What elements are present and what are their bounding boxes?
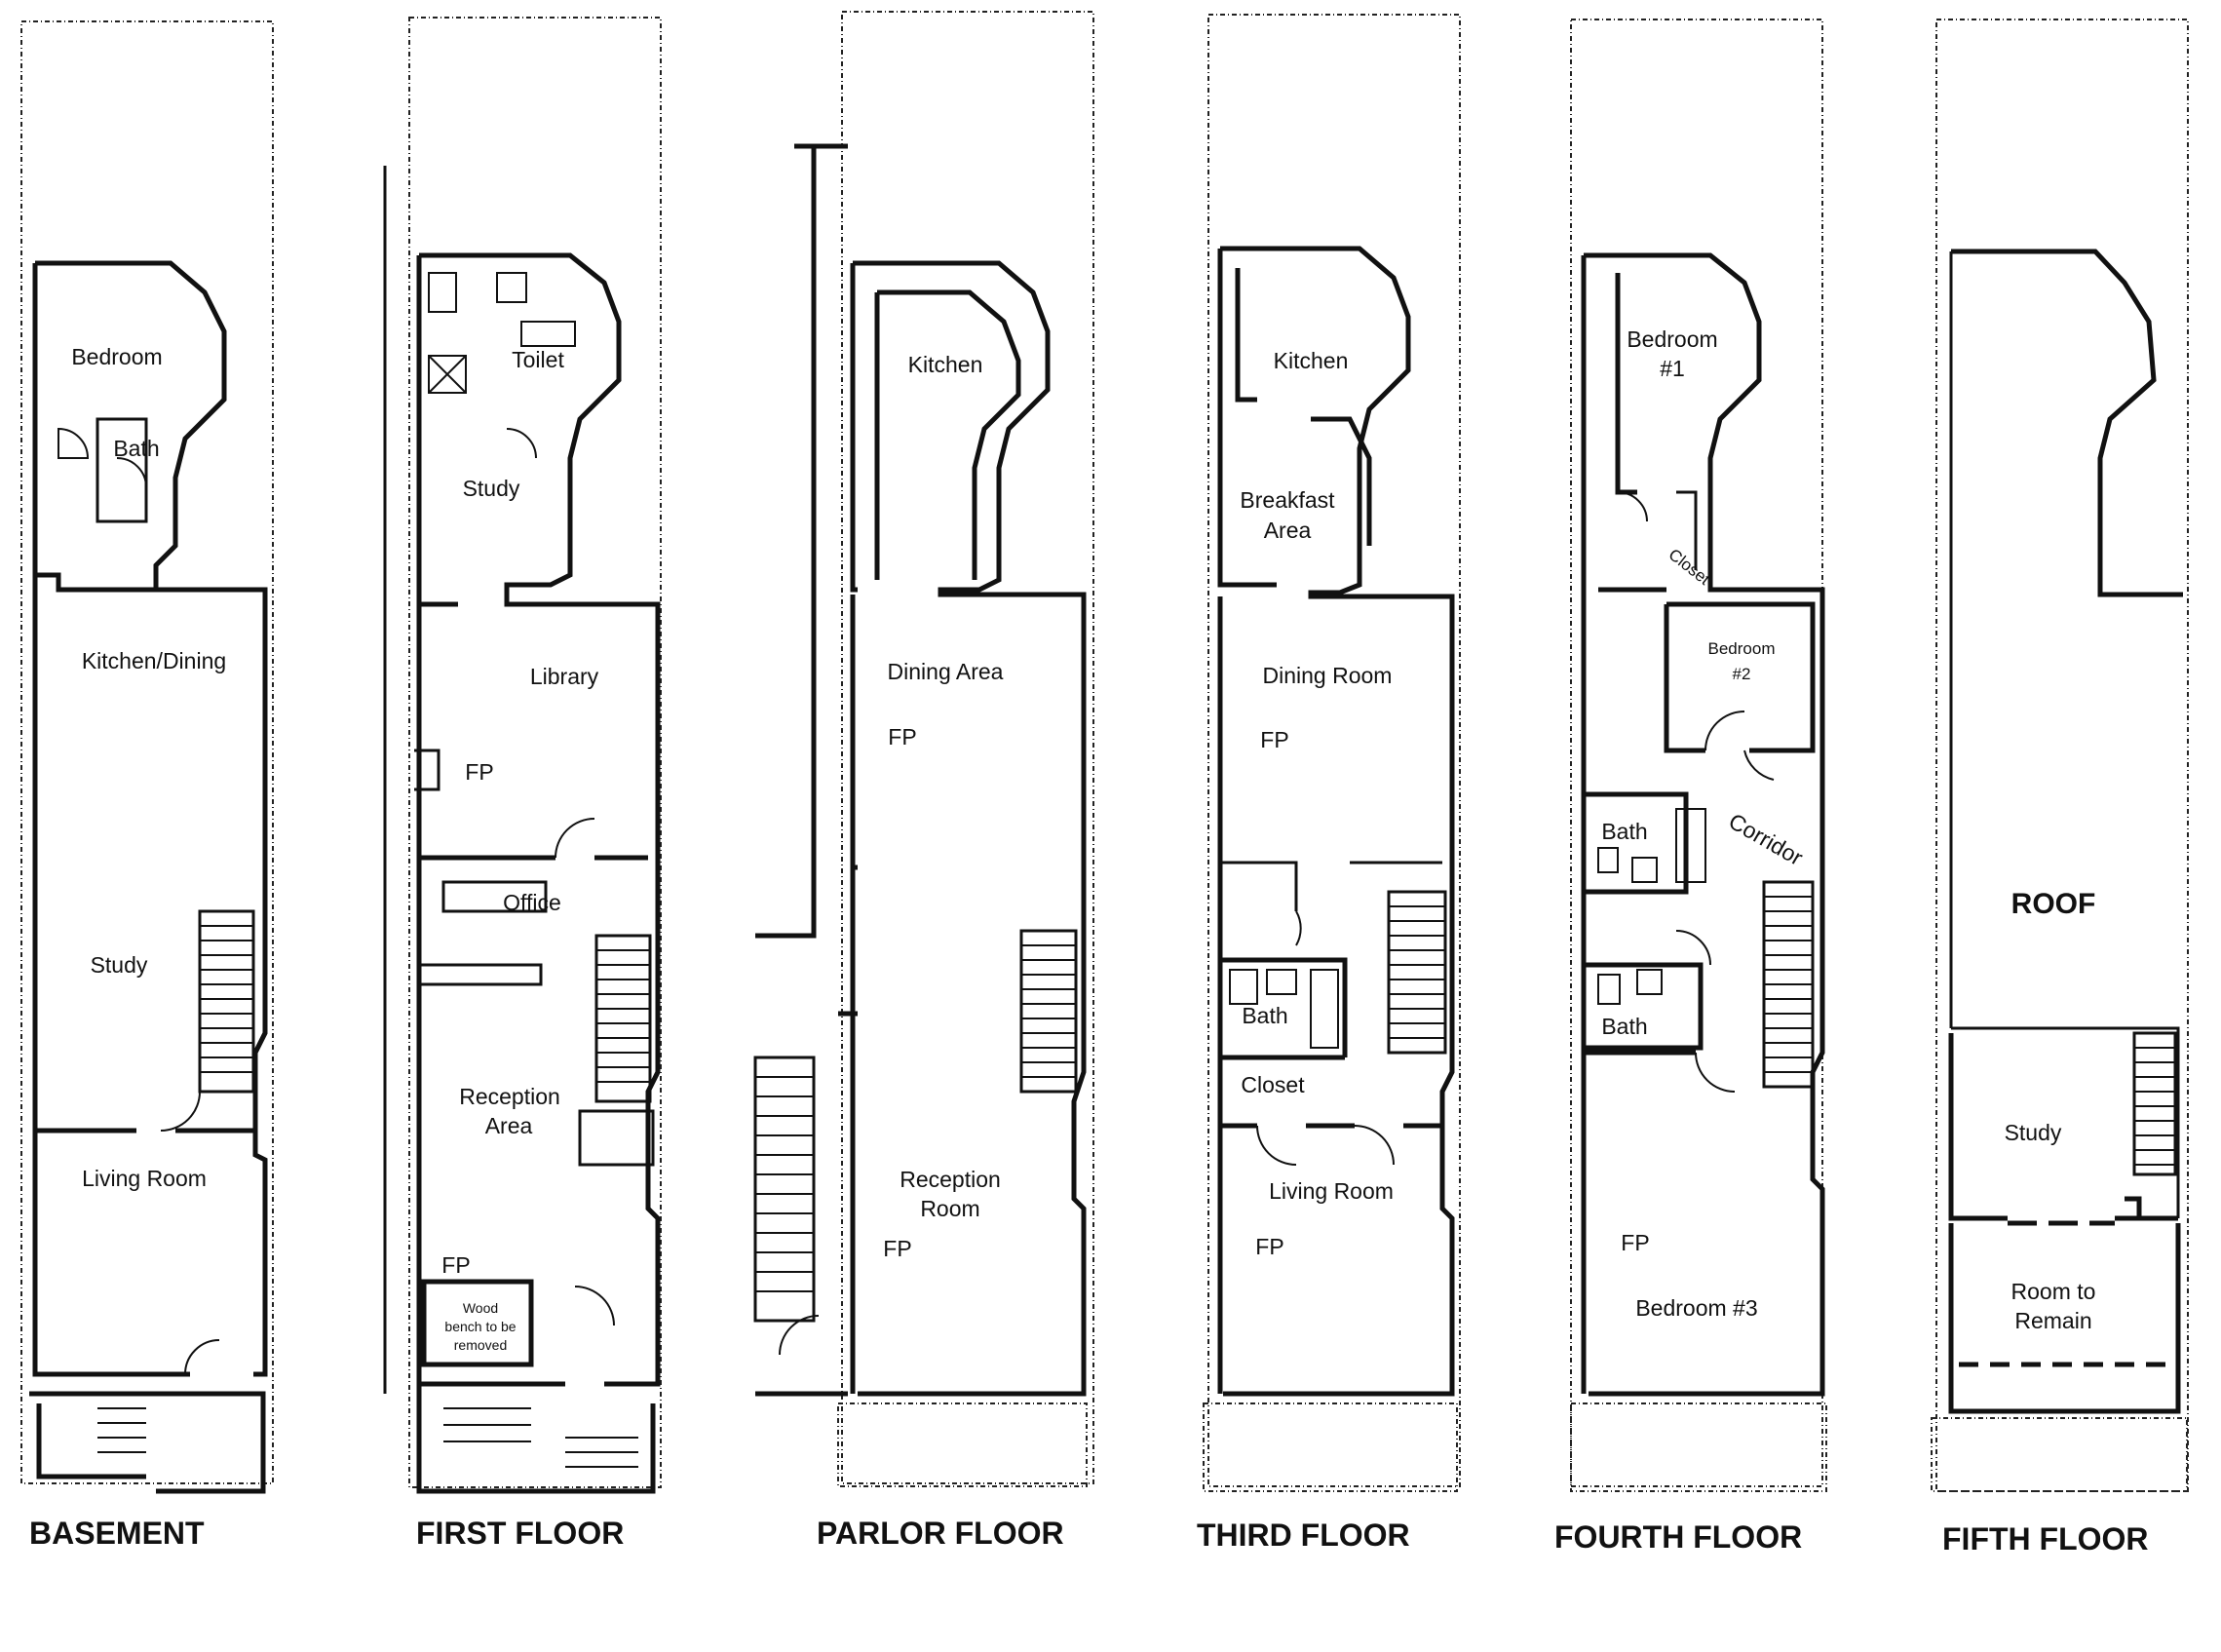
- room-label-room: Room: [920, 1196, 979, 1221]
- entry-stair: [443, 1407, 638, 1468]
- room-label-breakfast: Breakfast: [1240, 487, 1335, 513]
- entry-stair: [97, 1407, 146, 1453]
- room-label-corridor: Corridor: [1725, 808, 1808, 870]
- room-label-toilet: Toilet: [512, 347, 564, 372]
- basement-plan: Bedroom Bath Kitchen/Dining Study Living…: [20, 20, 274, 1494]
- stair: [2132, 1031, 2177, 1176]
- third-floor-plan: Kitchen Breakfast Area Dining Room FP Ba…: [1203, 14, 1461, 1492]
- room-label-remain: Remain: [2014, 1308, 2091, 1333]
- room-label-bath: Bath: [1242, 1003, 1287, 1028]
- room-label-study: Study: [463, 476, 520, 501]
- room-label-bath: Bath: [1601, 819, 1647, 844]
- floor-title-third-floor: THIRD FLOOR: [1197, 1518, 1410, 1553]
- stair: [1387, 890, 1447, 1055]
- floor-title-basement: BASEMENT: [29, 1516, 205, 1551]
- room-label-closet: Closet: [1666, 545, 1714, 589]
- fourth-floor-plan: Bedroom #1 Closet Bedroom #2 Bath Corrid…: [1570, 19, 1827, 1492]
- room-label-study: Study: [2005, 1120, 2062, 1145]
- stair: [198, 909, 255, 1094]
- fireplace-label: FP: [1255, 1234, 1283, 1259]
- note-bench: bench to be: [444, 1319, 516, 1334]
- fireplace-label: FP: [888, 724, 916, 749]
- room-label-office: Office: [503, 890, 561, 915]
- room-label-bath: Bath: [113, 436, 159, 461]
- room-label-dining-area: Dining Area: [888, 659, 1004, 684]
- fireplace-label: FP: [1621, 1230, 1649, 1255]
- room-label-living-room: Living Room: [82, 1166, 207, 1191]
- room-label-bedroom: Bedroom: [1708, 639, 1776, 658]
- room-label-area: Area: [1264, 518, 1312, 543]
- room-label-bedroom: Bedroom: [1627, 327, 1717, 352]
- fireplace-label: FP: [1260, 727, 1288, 752]
- floor-title-fourth-floor: FOURTH FLOOR: [1554, 1519, 1803, 1555]
- stair: [1762, 880, 1815, 1089]
- room-label-kitchen: Kitchen: [908, 352, 983, 377]
- room-label-library: Library: [530, 664, 599, 689]
- floor-title-first-floor: FIRST FLOOR: [416, 1516, 625, 1551]
- room-label-kitchen-dining: Kitchen/Dining: [82, 648, 226, 673]
- room-label-study: Study: [91, 952, 148, 978]
- room-label-dining-room: Dining Room: [1263, 663, 1393, 688]
- fireplace-label: FP: [883, 1236, 911, 1261]
- room-label-living-room: Living Room: [1269, 1178, 1394, 1204]
- stair: [594, 934, 652, 1103]
- room-label-room-to: Room to: [2011, 1279, 2096, 1304]
- roof-label: ROOF: [2011, 888, 2096, 920]
- room-label-kitchen: Kitchen: [1274, 348, 1349, 373]
- fireplace-label: FP: [465, 759, 493, 785]
- stair: [1019, 929, 1078, 1094]
- parlor-floor-plan: Kitchen Dining Area FP Reception Room FP: [753, 11, 1094, 1487]
- note-wood: Wood: [463, 1300, 498, 1316]
- room-label-bath: Bath: [1601, 1014, 1647, 1039]
- room-label-closet: Closet: [1241, 1072, 1305, 1097]
- front-stoop: [753, 1056, 816, 1323]
- room-label-bedroom: Bedroom: [71, 344, 162, 369]
- note-removed: removed: [454, 1337, 507, 1353]
- room-label-area: Area: [485, 1113, 533, 1138]
- floor-title-parlor-floor: PARLOR FLOOR: [817, 1516, 1064, 1551]
- room-label-reception: Reception: [900, 1167, 1001, 1192]
- floor-title-fifth-floor: FIFTH FLOOR: [1942, 1521, 2149, 1556]
- first-floor-plan: Toilet Study Library FP Office Reception…: [383, 17, 662, 1494]
- fireplace-label: FP: [441, 1252, 470, 1278]
- room-label-bedroom-number: #1: [1660, 356, 1685, 381]
- room-label-bedroom-number: #2: [1733, 665, 1751, 683]
- fifth-floor-plan: ROOF Study Room to Remain: [1931, 19, 2189, 1492]
- room-label-reception: Reception: [459, 1084, 560, 1109]
- room-label-bedroom-3: Bedroom #3: [1635, 1295, 1757, 1321]
